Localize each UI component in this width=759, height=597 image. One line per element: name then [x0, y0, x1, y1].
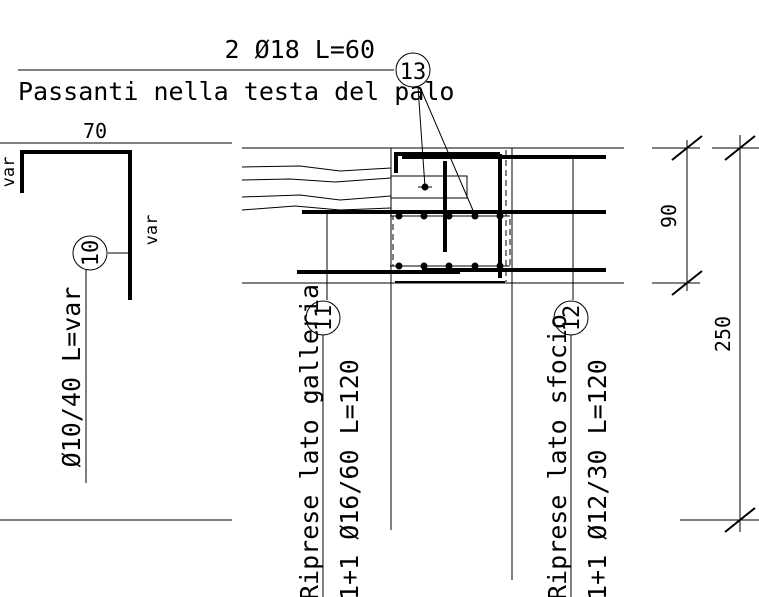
var-label-right: var	[142, 215, 162, 246]
bar-10-spec: Ø10/40 L=var	[57, 287, 86, 468]
bar-11-spec: 1+1 Ø16/60 L=120	[335, 359, 364, 597]
bar-12-callout: 12 Riprese lato sfocio 1+1 Ø12/30 L=120	[543, 157, 612, 597]
marker-13: 13	[395, 52, 476, 216]
dim-70: 70	[83, 119, 107, 143]
top-bars-label: 2 Ø18 L=60	[224, 35, 375, 64]
dim-90: 90	[657, 204, 681, 228]
var-label-left: var	[0, 157, 19, 188]
bar-12-spec: 1+1 Ø12/30 L=120	[583, 359, 612, 597]
top-bars-description: Passanti nella testa del palo	[18, 77, 455, 106]
rebar-dots	[390, 183, 510, 270]
bar-12-description: Riprese lato sfocio	[543, 314, 572, 597]
svg-text:13: 13	[400, 60, 427, 85]
bar-10-shape: 70 var var 10 Ø10/40 L=var	[0, 119, 232, 521]
bar-11-callout: 11 Riprese lato galleria 1+1 Ø16/60 L=12…	[295, 212, 364, 597]
bar-11-description: Riprese lato galleria	[295, 284, 324, 597]
dim-250: 250	[711, 316, 735, 352]
dimension-lines: 90 250	[652, 135, 759, 533]
marker-12: 12	[560, 305, 585, 332]
marker-11: 11	[312, 305, 337, 332]
pile-head-section	[241, 147, 624, 580]
marker-10: 10	[79, 240, 104, 267]
